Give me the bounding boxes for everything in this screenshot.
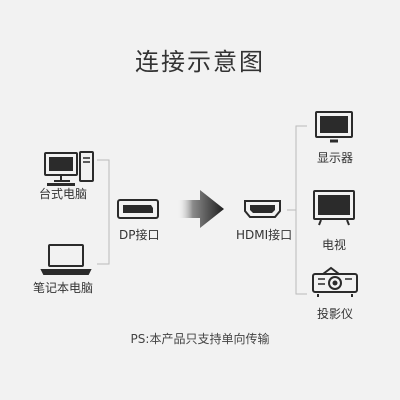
tv-icon <box>313 190 355 226</box>
laptop-icon <box>40 244 92 275</box>
laptop-label: 笔记本电脑 <box>33 281 94 295</box>
dp-port-icon <box>117 199 159 219</box>
monitor-label: 显示器 <box>317 151 354 165</box>
dp-port-label: DP接口 <box>119 228 160 242</box>
source-bracket <box>97 159 110 265</box>
projector-label: 投影仪 <box>317 307 354 321</box>
target-bracket <box>287 125 307 295</box>
hdmi-port-label: HDMI接口 <box>236 228 293 242</box>
tv-label: 电视 <box>322 238 347 252</box>
direction-arrow-icon <box>176 190 224 228</box>
diagram-title: 连接示意图 <box>135 48 265 76</box>
projector-icon <box>312 266 358 297</box>
hdmi-port-icon <box>244 200 281 218</box>
desktop-label: 台式电脑 <box>39 187 88 201</box>
desktop-computer-icon <box>44 151 94 186</box>
footnote: PS:本产品只支持单向传输 <box>130 332 270 346</box>
monitor-icon <box>315 111 353 143</box>
